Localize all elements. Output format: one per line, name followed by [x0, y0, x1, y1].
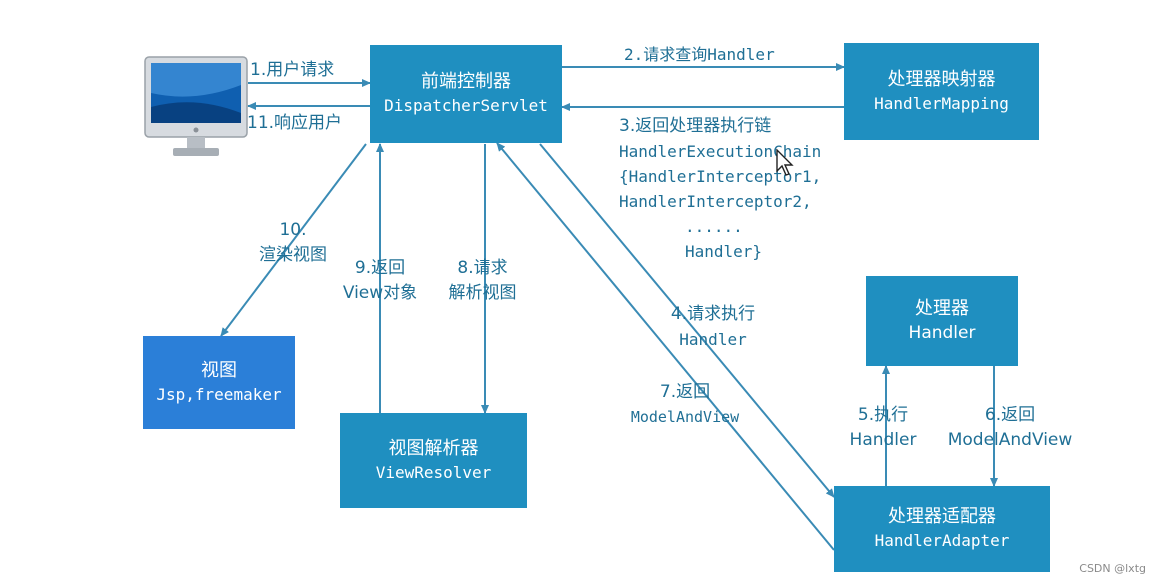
- handler-title-en: Handler: [908, 323, 976, 343]
- step-9-label: 9.返回 View对象: [330, 256, 430, 306]
- step-3-line-3: {HandlerInterceptor1,: [619, 167, 822, 186]
- watermark: CSDN @lxtg: [1079, 562, 1146, 575]
- resolver-title-zh: 视图解析器: [388, 437, 479, 459]
- dispatcher-servlet-box: 前端控制器 DispatcherServlet: [370, 45, 562, 143]
- mapping-title-en: HandlerMapping: [874, 93, 1009, 113]
- arrow-7-return-modelandview: [496, 142, 835, 551]
- step-3-line-4: HandlerInterceptor2,: [619, 192, 812, 211]
- step-5-label: 5.执行 Handler: [838, 403, 928, 453]
- step-3-line-2: HandlerExecutionChain: [619, 142, 822, 161]
- step-10-line-2: 渲染视图: [259, 245, 327, 265]
- step-6-line-1: 6.返回: [984, 405, 1036, 425]
- step-10-line-1: 10.: [279, 220, 307, 240]
- view-title-zh: 视图: [201, 359, 237, 381]
- adapter-title-en: HandlerAdapter: [874, 531, 1010, 550]
- step-4-line-2: Handler: [679, 330, 747, 349]
- dispatcher-title-zh: 前端控制器: [421, 71, 511, 92]
- step-6-label: 6.返回 ModelAndView: [935, 403, 1085, 453]
- mapping-title-zh: 处理器映射器: [887, 68, 996, 90]
- step-4-line-1: 4.请求执行: [670, 304, 756, 324]
- handler-title-zh: 处理器: [915, 298, 969, 319]
- arrow-10-render-view: [220, 143, 367, 337]
- resolver-title-en: ViewResolver: [375, 462, 492, 482]
- step-5-line-1: 5.执行: [857, 405, 909, 425]
- view-resolver-box: 视图解析器 ViewResolver: [340, 413, 527, 508]
- view-box: 视图 Jsp,freemaker: [143, 336, 295, 429]
- step-3-line-1: 3.返回处理器执行链: [619, 116, 772, 136]
- step-8-label: 8.请求 解析视图: [430, 256, 535, 306]
- step-2-label: 2.请求查询Handler: [624, 45, 775, 64]
- step-8-line-1: 8.请求: [457, 258, 508, 278]
- step-7-line-1: 7.返回: [659, 382, 711, 402]
- arrow-4-execute-handler: [539, 143, 835, 498]
- step-8-line-2: 解析视图: [448, 283, 517, 303]
- step-5-line-2: Handler: [849, 430, 917, 450]
- handler-adapter-box: 处理器适配器 HandlerAdapter: [834, 486, 1050, 572]
- step-7-line-2: ModelAndView: [630, 408, 740, 426]
- handler-box: 处理器 Handler: [866, 276, 1018, 366]
- step-4-label: 4.请求执行 Handler: [648, 302, 778, 352]
- step-10-label: 10. 渲染视图: [248, 218, 338, 268]
- dispatcher-title-en: DispatcherServlet: [384, 96, 548, 115]
- handler-mapping-box: 处理器映射器 HandlerMapping: [844, 43, 1039, 140]
- step-9-line-2: View对象: [342, 283, 418, 303]
- step-3-line-5: ......: [685, 217, 743, 236]
- step-3-label-block: 3.返回处理器执行链 HandlerExecutionChain {Handle…: [619, 114, 821, 264]
- step-1-label: 1.用户请求: [250, 60, 335, 80]
- step-9-line-1: 9.返回: [354, 258, 406, 278]
- view-title-en: Jsp,freemaker: [156, 384, 282, 404]
- mouse-cursor-icon: [776, 149, 794, 176]
- adapter-title-zh: 处理器适配器: [888, 506, 996, 527]
- step-11-label: 11.响应用户: [247, 113, 343, 133]
- step-6-line-2: ModelAndView: [947, 430, 1073, 450]
- step-3-line-6: Handler}: [685, 242, 763, 261]
- monitor-icon: [144, 56, 248, 156]
- step-7-label: 7.返回 ModelAndView: [610, 380, 760, 430]
